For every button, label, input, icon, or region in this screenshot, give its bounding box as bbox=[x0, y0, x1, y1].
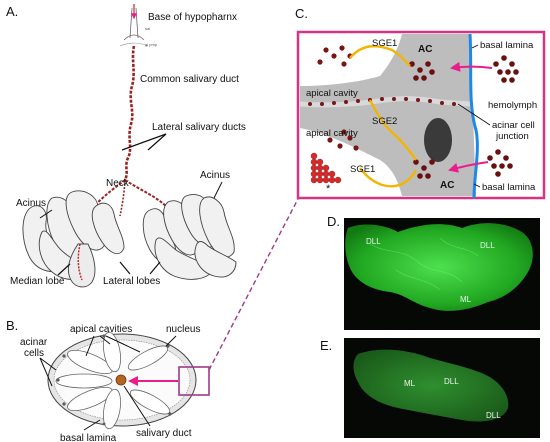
apical-cavity-top-label: apical cavity bbox=[306, 88, 358, 99]
fluorescent-tissue-d bbox=[345, 223, 533, 311]
dll-right-label-d: DLL bbox=[480, 241, 495, 250]
sge1-top-label: SGE1 bbox=[372, 38, 397, 49]
pointer-lateral-lobes-1 bbox=[119, 261, 131, 275]
apical-cavity-bottom-label: apical cavity bbox=[306, 128, 358, 139]
panel-b-pointers bbox=[39, 335, 177, 431]
acinus-left-label: Acinus bbox=[16, 198, 46, 209]
vesicles-top-left bbox=[317, 45, 353, 67]
dll-left-label-d: DLL bbox=[366, 237, 381, 246]
cell-nucleus bbox=[424, 118, 452, 162]
ac-bottom-label: AC bbox=[440, 180, 454, 191]
neck-label: Neck bbox=[106, 178, 130, 189]
ac-top-label: AC bbox=[418, 44, 432, 55]
ml-label-d: ML bbox=[460, 295, 472, 304]
panel-a: A. sal gl pmp Base of hypopharnx Common … bbox=[6, 4, 246, 288]
zoom-connector bbox=[208, 196, 300, 371]
salivary-duct-label: salivary duct bbox=[136, 428, 192, 439]
pointer-basal-lamina-bottom bbox=[473, 183, 481, 188]
tiny-label-sal: sal bbox=[145, 26, 150, 31]
base-hypopharynx-label: Base of hypopharnx bbox=[148, 12, 237, 23]
pointer-lateral-lobes-2 bbox=[149, 261, 161, 275]
acinus-right-label: Acinus bbox=[200, 170, 230, 181]
tiny-label-gl: gl pmp bbox=[145, 42, 158, 47]
median-lobe bbox=[67, 243, 96, 288]
red-vesicle-cluster bbox=[310, 152, 342, 184]
common-salivary-duct bbox=[123, 45, 136, 181]
sge1-bottom-label: SGE1 bbox=[350, 164, 375, 175]
pointer-basal-lamina-top bbox=[471, 44, 479, 49]
right-gland bbox=[142, 194, 237, 280]
asterisk-marker: * bbox=[326, 183, 331, 195]
pointer-junction bbox=[457, 103, 491, 126]
acinar-cells-label-1: acinar bbox=[20, 337, 48, 348]
basal-lamina-label-b: basal lamina bbox=[60, 433, 117, 442]
vesicles-mid-left bbox=[327, 129, 359, 151]
pointer-median-lobe bbox=[57, 263, 71, 276]
sge2-label: SGE2 bbox=[372, 116, 397, 127]
vesicle-row bbox=[308, 97, 456, 106]
basal-lamina-line bbox=[468, 33, 479, 199]
acinus-cross-section bbox=[47, 331, 197, 430]
duct-lumen bbox=[299, 96, 471, 108]
panel-a-letter: A. bbox=[6, 4, 18, 19]
pointer-lateral-ducts-1 bbox=[121, 133, 167, 151]
lateral-ducts-label: Lateral salivary ducts bbox=[152, 122, 246, 133]
junction-label-1: acinar cell bbox=[492, 120, 535, 131]
pointer-acinus-right bbox=[213, 181, 223, 199]
apical-cavities-label: apical cavities bbox=[70, 324, 132, 335]
panel-e-letter: E. bbox=[320, 338, 332, 353]
pointer-acinus-left bbox=[39, 209, 53, 219]
panel-c: C. bbox=[295, 6, 546, 200]
zoom-box bbox=[178, 366, 210, 396]
panel-b: B. apical cavities n bbox=[6, 318, 210, 442]
panel-c-letter: C. bbox=[295, 6, 308, 21]
panel-b-letter: B. bbox=[6, 318, 18, 333]
dll-top-label-e: DLL bbox=[444, 377, 459, 386]
salivary-duct-center bbox=[115, 374, 127, 386]
junction-label-2: junction bbox=[495, 131, 529, 142]
common-duct-label: Common salivary duct bbox=[140, 74, 239, 85]
hemolymph-label: hemolymph bbox=[488, 100, 537, 111]
nucleus-label: nucleus bbox=[166, 324, 200, 335]
pink-arrow-top bbox=[450, 61, 493, 72]
lateral-lobes-label: Lateral lobes bbox=[103, 276, 160, 287]
vesicles-hemolymph-top bbox=[493, 55, 519, 83]
panel-d-letter: D. bbox=[327, 214, 340, 229]
panel-e: E. ML DLL DLL bbox=[320, 338, 540, 438]
dll-bottom-label-e: DLL bbox=[486, 411, 501, 420]
ml-label-e: ML bbox=[404, 379, 416, 388]
median-lobe-label: Median lobe bbox=[10, 276, 65, 287]
vesicles-ac-bottom bbox=[413, 159, 435, 179]
fluorescent-tissue-e bbox=[353, 349, 509, 422]
acinar-cells-label-2: cells bbox=[24, 348, 44, 359]
pink-arrow-bottom bbox=[448, 161, 489, 173]
pointer-lateral-ducts-2 bbox=[147, 133, 167, 151]
basal-lamina-bottom-label: basal lamina bbox=[482, 182, 536, 193]
hypopharynx-structure: sal gl pmp bbox=[119, 7, 158, 47]
panel-d: D. DLL DLL ML bbox=[327, 214, 540, 330]
vesicles-ac-top bbox=[409, 61, 435, 81]
vesicles-hemolymph-bottom bbox=[487, 149, 513, 177]
sge-pathways bbox=[349, 45, 418, 188]
basal-lamina-top-label: basal lamina bbox=[480, 40, 534, 51]
